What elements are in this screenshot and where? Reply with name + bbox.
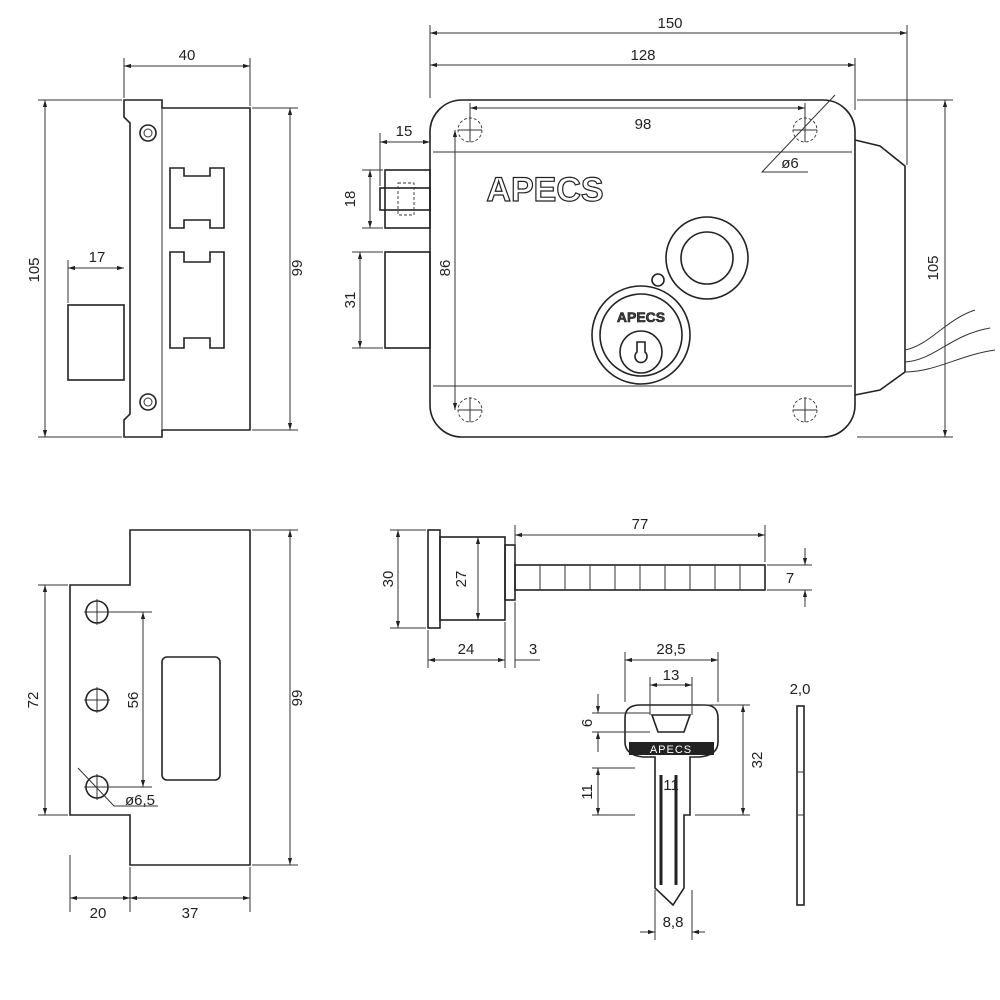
dim-key-hole-width: 13 (663, 667, 680, 684)
strike-plate-view: 72 56 ø6,5 99 20 37 (25, 529, 306, 922)
dim-strike-width: 37 (182, 905, 199, 922)
dim-bar-length: 77 (632, 516, 649, 533)
dim-key-length: 32 (749, 752, 766, 769)
dim-strike-holes: 56 (125, 692, 142, 709)
cylinder-brand: APECS (617, 309, 665, 325)
dim-bolt: 17 (89, 249, 106, 266)
dim-flange-height: 72 (25, 692, 42, 709)
side-view: 40 105 99 17 (26, 47, 306, 438)
dim-side-body-height: 99 (289, 260, 306, 277)
dim-strike-height: 99 (289, 690, 306, 707)
dim-key-neck-width: 11 (663, 777, 679, 794)
dim-holes-spacing: 98 (635, 116, 652, 133)
dim-body-length: 24 (458, 641, 475, 658)
dim-bolt-height: 31 (342, 292, 359, 309)
dim-key-neck: 11 (579, 784, 596, 800)
dim-bar: 7 (786, 570, 794, 587)
dim-side-height: 105 (26, 257, 43, 282)
dim-hole-diameter: ø6 (781, 155, 799, 172)
dim-cylinder-body: 27 (453, 571, 470, 588)
dim-key-thickness: 2,0 (790, 681, 811, 698)
dim-front-height: 105 (925, 255, 942, 280)
dim-flange-width: 20 (90, 905, 107, 922)
dim-latch-height: 18 (342, 191, 359, 208)
key-brand: APECS (650, 744, 692, 756)
brand-logo: APECS (486, 171, 603, 209)
front-view: APECS APECS 150 128 98 15 18 31 86 (342, 15, 996, 438)
dim-side-width: 40 (179, 47, 196, 64)
mounting-holes (457, 117, 818, 423)
dim-strike-hole-diameter: ø6,5 (125, 792, 155, 809)
dim-holes-vertical: 86 (437, 260, 454, 277)
dim-blade-width: 8,8 (663, 914, 684, 931)
dim-cylinder-diameter: 30 (380, 571, 397, 588)
cylinder-view: 30 27 77 7 24 3 (380, 516, 812, 668)
dim-overall-width: 150 (657, 15, 682, 32)
dim-gap: 3 (529, 641, 537, 658)
dim-latch-projection: 15 (396, 123, 413, 140)
dim-key-hole-height: 6 (579, 719, 596, 727)
dim-body-width: 128 (630, 47, 655, 64)
dim-key-head-width: 28,5 (656, 641, 685, 658)
strike-holes (77, 599, 158, 807)
key-view: APECS 28,5 13 6 32 11 11 8,8 2,0 (579, 641, 810, 940)
